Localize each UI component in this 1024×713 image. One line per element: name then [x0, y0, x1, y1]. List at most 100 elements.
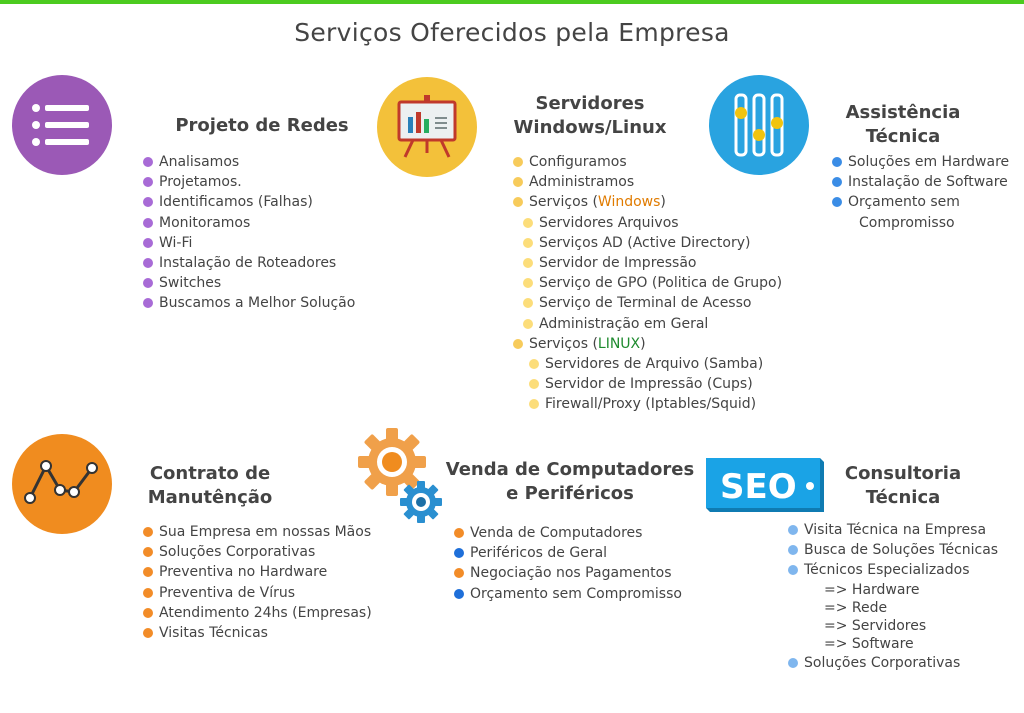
bullet-icon: [788, 545, 798, 556]
bullet-icon: [832, 197, 842, 208]
list-item-continuation: Compromisso: [859, 214, 955, 231]
seo-badge-icon: SEO: [706, 458, 824, 512]
list-item: Orçamento sem: [832, 192, 1009, 212]
list-item: Sua Empresa em nossas Mãos: [143, 522, 372, 542]
windows-label: Windows: [597, 194, 661, 211]
servidores-heading: Servidores Windows/Linux: [513, 93, 667, 138]
list-item: Projetamos.: [143, 172, 355, 192]
list-item: Buscamos a Melhor Solução: [143, 293, 355, 313]
bullet-icon: [523, 278, 533, 289]
assistencia-heading: Assistência Técnica: [845, 102, 961, 147]
bullet-icon: [529, 379, 539, 390]
bullet-icon: [523, 298, 533, 309]
bullet-icon: [143, 197, 153, 208]
bullet-icon: [529, 359, 539, 370]
seo-badge-text: SEO: [720, 467, 797, 507]
bullet-icon: [788, 565, 798, 576]
sliders-icon: [709, 75, 809, 175]
bullet-icon: [143, 217, 153, 228]
list-subitem: => Servidores: [824, 617, 927, 634]
contrato-list: Sua Empresa em nossas Mãos Soluções Corp…: [143, 522, 372, 643]
list-item: Visita Técnica na Empresa: [788, 520, 998, 540]
list-item: Soluções em Hardware: [832, 152, 1009, 172]
bullet-icon: [143, 258, 153, 269]
bullet-icon: [143, 607, 153, 618]
list-item: Servidor de Impressão (Cups): [513, 374, 782, 394]
bullet-icon: [143, 177, 153, 188]
list-item: Administramos: [513, 172, 782, 192]
list-item: Visitas Técnicas: [143, 623, 372, 643]
bullet-icon: [143, 237, 153, 248]
bullet-icon: [788, 657, 798, 668]
list-item: Serviços AD (Active Directory): [513, 233, 782, 253]
bullet-icon: [143, 298, 153, 309]
bullet-icon: [454, 588, 464, 599]
bullet-icon: [143, 157, 153, 167]
list-item: Wi-Fi: [143, 233, 355, 253]
bullet-icon: [454, 548, 464, 559]
line-chart-icon: [12, 434, 112, 534]
list-item: Serviço de Terminal de Acesso: [513, 293, 782, 313]
consultoria-heading: Consultoria Técnica: [844, 463, 962, 508]
list-item: Configuramos: [513, 152, 782, 172]
list-subitem: => Rede: [824, 599, 888, 616]
bullet-icon: [513, 338, 523, 349]
bullet-icon: [143, 567, 153, 578]
bullet-icon: [143, 278, 153, 289]
list-item: Analisamos: [143, 152, 355, 172]
list-item: Switches: [143, 273, 355, 293]
consultoria-list: Visita Técnica na Empresa Busca de Soluç…: [788, 520, 998, 673]
list-item: Periféricos de Geral: [454, 543, 682, 563]
list-icon: [12, 75, 112, 175]
list-item: Venda de Computadores: [454, 523, 682, 543]
list-item: Instalação de Software: [832, 172, 1009, 192]
bullet-icon: [143, 587, 153, 598]
bullet-icon: [529, 399, 539, 410]
page-title: Serviços Oferecidos pela Empresa: [294, 18, 730, 47]
list-item: Atendimento 24hs (Empresas): [143, 603, 372, 623]
gears-icon: [358, 428, 442, 523]
presentation-board-icon: [377, 77, 477, 177]
list-item: Preventiva no Hardware: [143, 562, 372, 582]
redes-heading: Projeto de Redes: [175, 115, 349, 136]
contrato-heading: Contrato de Manutênção: [147, 463, 273, 508]
bullet-icon: [454, 528, 464, 538]
assistencia-list: Soluções em Hardware Instalação de Softw…: [832, 152, 1009, 233]
list-item: Busca de Soluções Técnicas: [788, 540, 998, 560]
list-item: Soluções Corporativas: [143, 542, 372, 562]
list-subitem: => Software: [824, 635, 914, 652]
list-item: Técnicos Especializados: [788, 560, 998, 580]
list-item-windows: Serviços (Windows): [513, 192, 782, 212]
list-item: Identificamos (Falhas): [143, 192, 355, 212]
bullet-icon: [143, 527, 153, 537]
list-item: Instalação de Roteadores: [143, 253, 355, 273]
bullet-icon: [523, 258, 533, 269]
bullet-icon: [454, 568, 464, 579]
bullet-icon: [513, 177, 523, 188]
bullet-icon: [523, 237, 533, 248]
list-item: Firewall/Proxy (Iptables/Squid): [513, 394, 782, 414]
list-item-linux: Serviços (LINUX): [513, 334, 782, 354]
bullet-icon: [513, 197, 523, 208]
top-accent-bar: [0, 0, 1024, 4]
bullet-icon: [788, 525, 798, 535]
venda-heading: Venda de Computadores e Periféricos: [445, 459, 695, 504]
list-item: Monitoramos: [143, 213, 355, 233]
bullet-icon: [513, 157, 523, 167]
bullet-icon: [832, 177, 842, 188]
venda-list: Venda de Computadores Periféricos de Ger…: [454, 523, 682, 604]
linux-label: LINUX: [597, 335, 641, 352]
list-item: Serviço de GPO (Politica de Grupo): [513, 273, 782, 293]
list-item: Orçamento sem Compromisso: [454, 584, 682, 604]
bullet-icon: [832, 157, 842, 167]
servidores-list: Configuramos Administramos Serviços (Win…: [513, 152, 782, 415]
list-item: Administração em Geral: [513, 314, 782, 334]
list-item: Servidores de Arquivo (Samba): [513, 354, 782, 374]
bullet-icon: [523, 217, 533, 228]
bullet-icon: [143, 628, 153, 639]
list-item: Soluções Corporativas: [788, 653, 998, 673]
redes-list: Analisamos Projetamos. Identificamos (Fa…: [143, 152, 355, 314]
list-item: Servidor de Impressão: [513, 253, 782, 273]
list-item: Preventiva de Vírus: [143, 583, 372, 603]
list-item: Negociação nos Pagamentos: [454, 563, 682, 583]
